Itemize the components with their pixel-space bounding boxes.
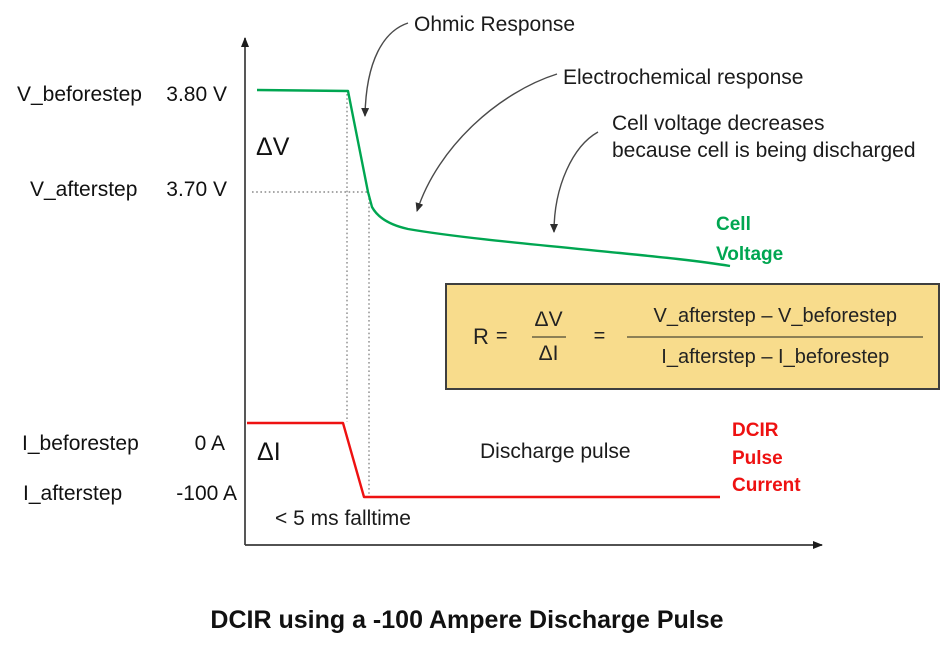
cell-voltage-series-label: Cell Voltage	[716, 210, 783, 270]
falltime-label: < 5 ms falltime	[275, 507, 411, 530]
formula-equals-1: =	[495, 325, 508, 347]
formula-delta-i: ΔI	[538, 341, 559, 365]
dcir-label-line1: DCIR	[732, 420, 779, 441]
pulse-current-trace	[247, 421, 720, 499]
delta-v-label: ΔV	[256, 133, 290, 161]
formula-step-fraction: V_afterstep – V_beforestep I_afterstep –…	[627, 304, 924, 369]
discharge-explanation-annotation: Cell voltage decreases because cell is b…	[612, 110, 916, 164]
diagram-title: DCIR using a -100 Ampere Discharge Pulse	[210, 606, 724, 634]
label-row-i-afterstep: I_afterstep -100 A	[23, 483, 237, 505]
dcir-label-line3: Current	[732, 475, 801, 496]
resistance-formula-box: R = ΔV ΔI = V_afterstep – V_beforestep I…	[445, 283, 940, 390]
cell-voltage-label-line2: Voltage	[716, 244, 784, 265]
ohmic-leader-arrow	[361, 22, 409, 117]
label-row-v-afterstep: V_afterstep 3.70 V	[30, 179, 227, 201]
formula-numerator: V_afterstep – V_beforestep	[653, 304, 898, 327]
v-beforestep-name: V_beforestep	[17, 83, 142, 106]
electrochemical-response-annotation: Electrochemical response	[563, 66, 804, 89]
label-row-i-beforestep: I_beforestep 0 A	[22, 433, 225, 455]
i-beforestep-value: 0 A	[194, 432, 225, 455]
formula-delta-fraction: ΔV ΔI	[531, 307, 566, 366]
discharge-explanation-line2: because cell is being discharged	[612, 139, 916, 162]
electrochemical-leader-arrow	[415, 73, 558, 212]
cell-voltage-label-line1: Cell	[716, 214, 751, 235]
ohmic-response-annotation: Ohmic Response	[414, 13, 576, 36]
cell-voltage-trace	[256, 88, 731, 268]
i-beforestep-name: I_beforestep	[22, 432, 139, 455]
discharge-explanation-line1: Cell voltage decreases	[612, 112, 825, 135]
delta-i-label: ΔI	[257, 438, 281, 466]
i-afterstep-name: I_afterstep	[23, 482, 123, 505]
formula-lhs: R	[473, 323, 489, 349]
formula-denominator: I_afterstep – I_beforestep	[661, 345, 890, 368]
discharge-leader-arrow	[550, 131, 599, 233]
formula-delta-v: ΔV	[534, 307, 563, 331]
v-afterstep-value: 3.70 V	[166, 178, 227, 201]
i-afterstep-value: -100 A	[176, 482, 237, 505]
dcir-pulse-current-series-label: DCIR Pulse Current	[732, 417, 801, 500]
fraction-bar-big	[627, 335, 924, 338]
label-row-v-beforestep: V_beforestep 3.80 V	[17, 84, 227, 106]
v-beforestep-value: 3.80 V	[166, 83, 227, 106]
discharge-pulse-label: Discharge pulse	[480, 440, 631, 463]
v-afterstep-name: V_afterstep	[30, 178, 138, 201]
dcir-label-line2: Pulse	[732, 447, 783, 469]
formula-equals-2: =	[593, 325, 606, 347]
fraction-bar-small	[531, 335, 566, 338]
